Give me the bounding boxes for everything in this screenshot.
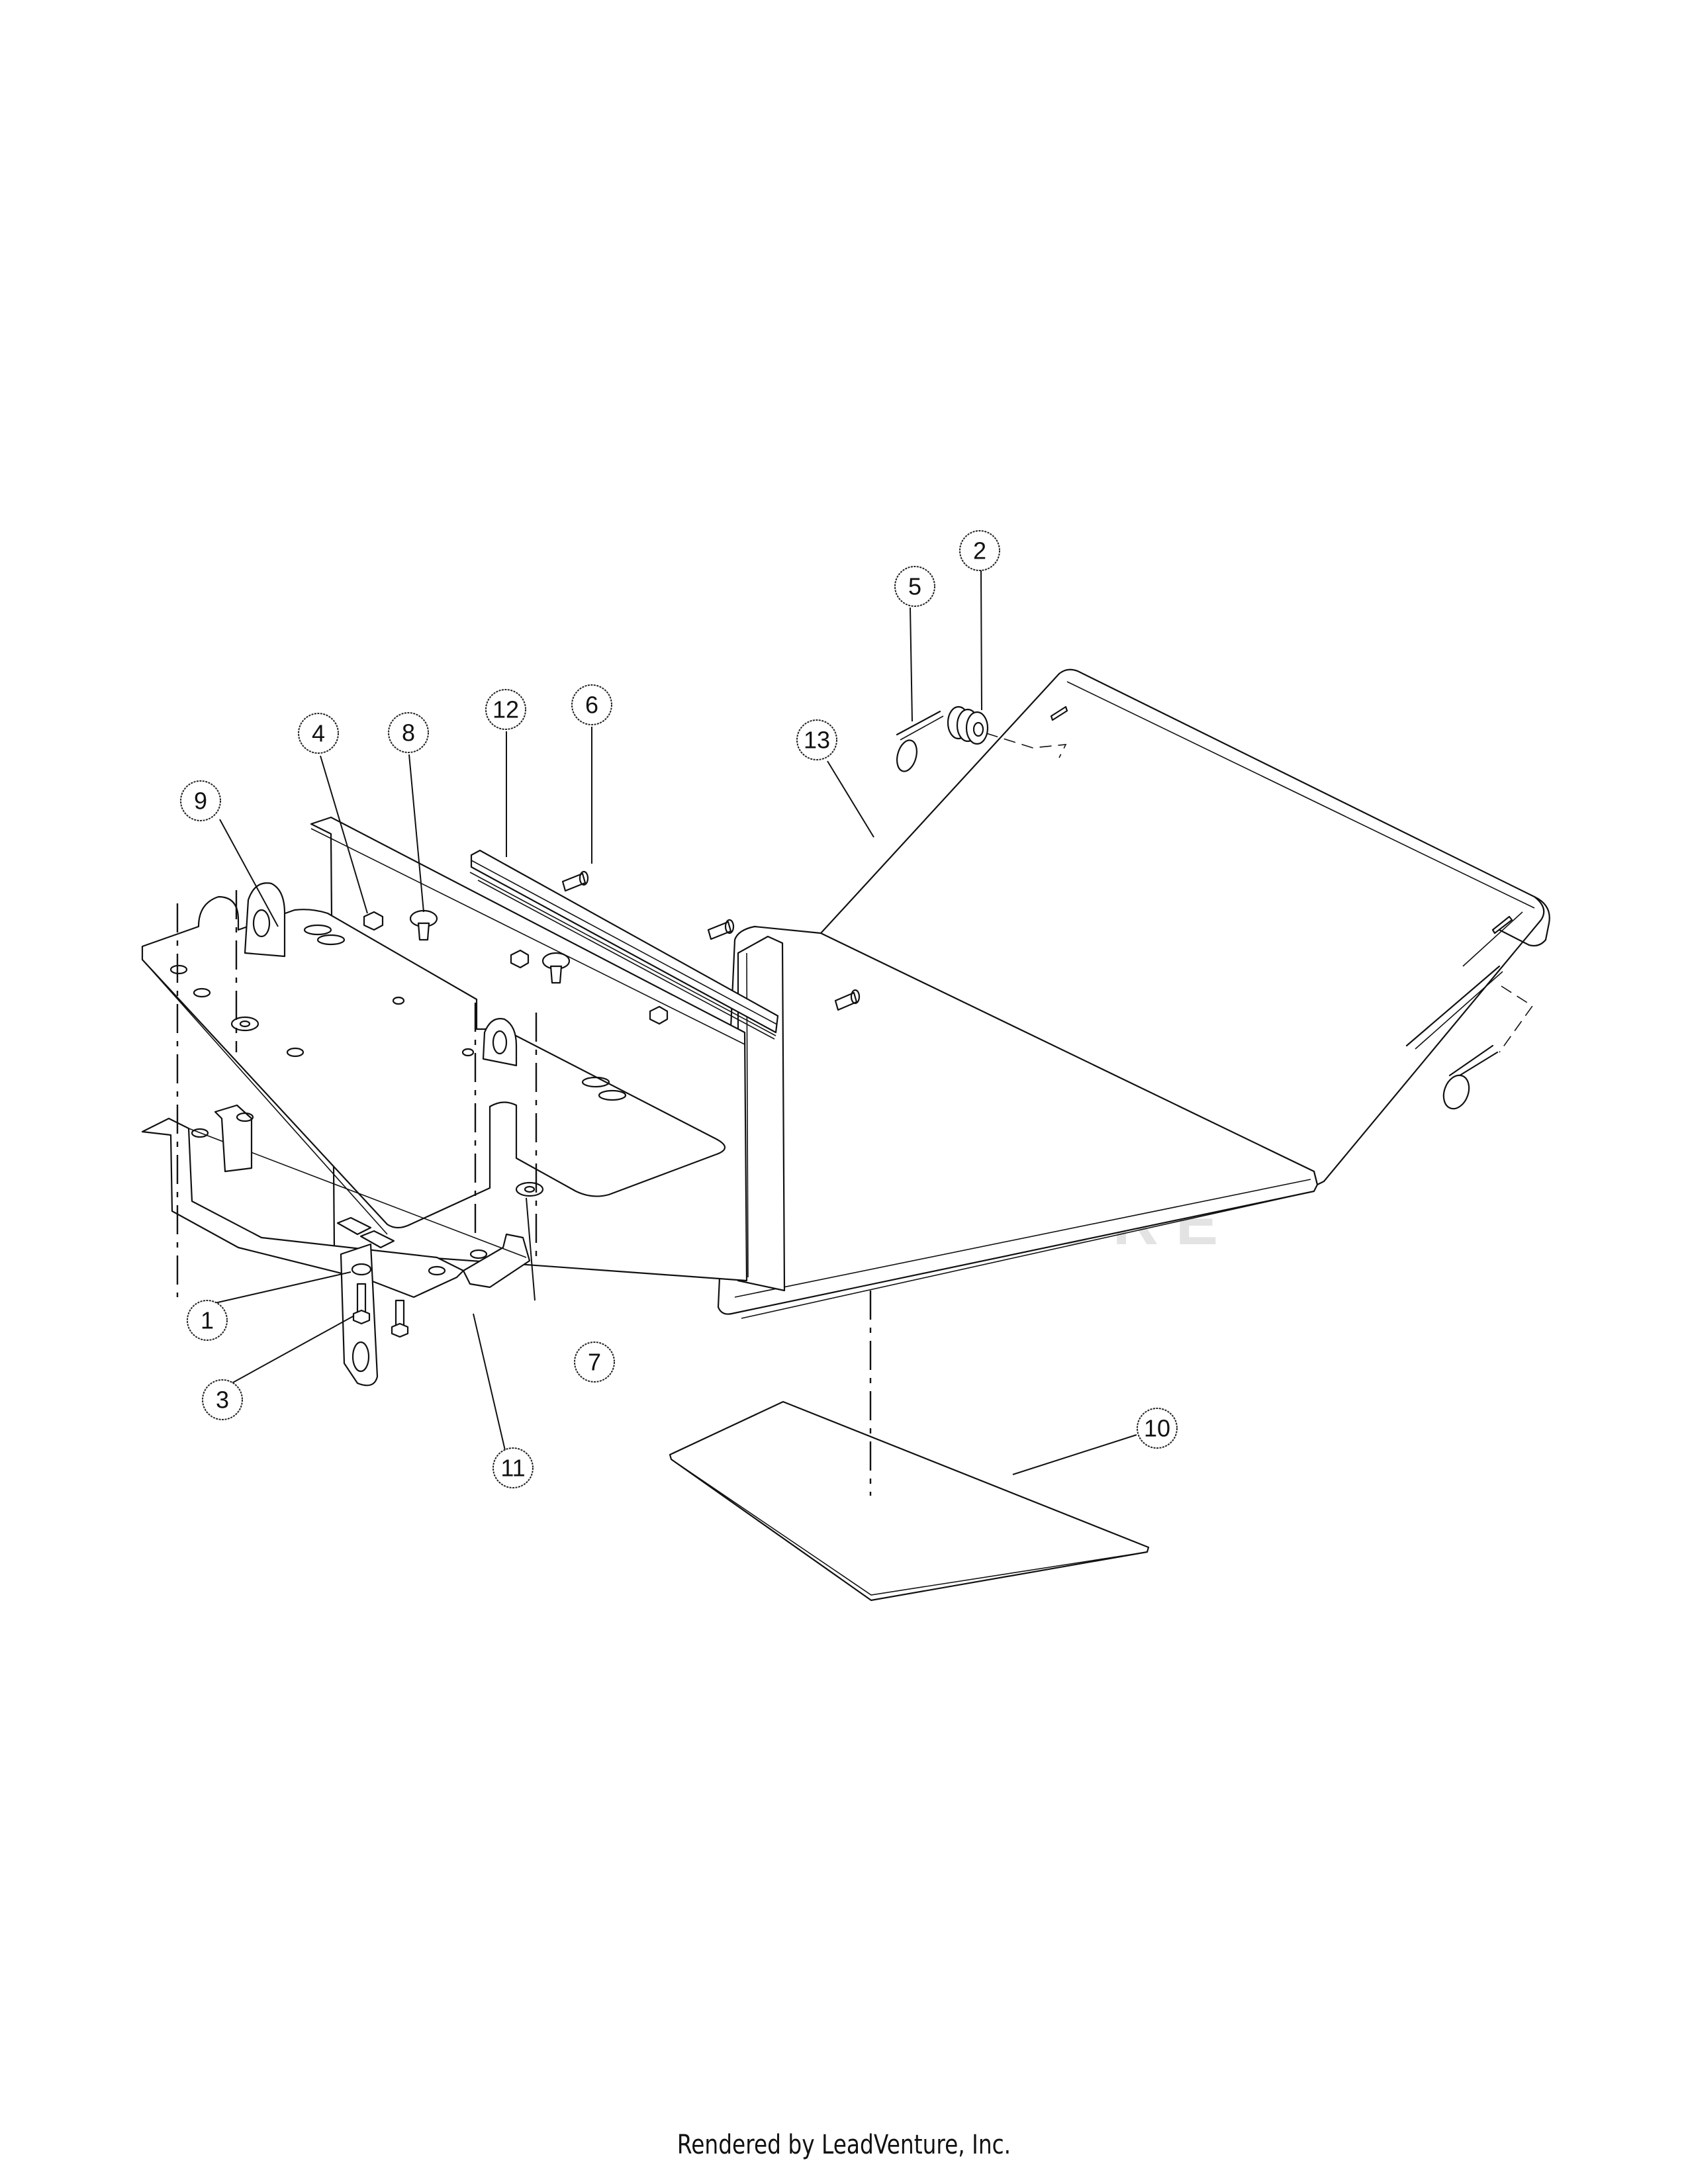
callout-2[interactable]: 2 <box>959 530 1000 571</box>
part-10-pad[interactable] <box>669 1400 1150 1602</box>
callout-1[interactable]: 1 <box>187 1300 228 1341</box>
part-5-hairpin-clip[interactable] <box>894 710 944 774</box>
part-13-deflector-shield[interactable] <box>717 668 1550 1319</box>
part-4-nut[interactable] <box>363 911 669 1025</box>
callout-11[interactable]: 11 <box>492 1447 534 1488</box>
svg-text:9: 9 <box>194 788 207 815</box>
part-12-trim-strip[interactable] <box>469 849 779 1040</box>
callout-4[interactable]: 4 <box>298 713 339 754</box>
leader-lines <box>211 570 1137 1475</box>
callout-8[interactable]: 8 <box>388 712 429 753</box>
svg-text:11: 11 <box>500 1455 525 1482</box>
part-6-pin[interactable] <box>561 870 861 1011</box>
callout-9[interactable]: 9 <box>180 780 221 821</box>
hairpin-clip-right[interactable] <box>1405 965 1534 1113</box>
svg-text:3: 3 <box>216 1387 229 1414</box>
svg-text:1: 1 <box>201 1307 214 1334</box>
callout-13[interactable]: 13 <box>796 719 837 760</box>
svg-text:4: 4 <box>312 720 325 747</box>
part-3-bolt[interactable] <box>352 1283 409 1338</box>
callout-7[interactable]: 7 <box>574 1342 615 1383</box>
svg-text:5: 5 <box>908 573 921 600</box>
svg-text:10: 10 <box>1144 1415 1170 1442</box>
part-8-bolt[interactable] <box>409 909 571 984</box>
svg-text:2: 2 <box>973 537 986 565</box>
svg-text:12: 12 <box>492 696 519 723</box>
assembly-lines <box>176 890 872 1496</box>
part-2-grommet[interactable] <box>947 705 1067 758</box>
callout-6[interactable]: 6 <box>571 684 612 725</box>
part-1-washer[interactable] <box>351 1263 372 1276</box>
svg-text:13: 13 <box>804 727 830 754</box>
svg-text:6: 6 <box>585 692 598 719</box>
svg-text:7: 7 <box>588 1349 601 1376</box>
part-11-lower-channel[interactable] <box>141 1104 531 1387</box>
svg-text:8: 8 <box>402 719 415 747</box>
callout-10[interactable]: 10 <box>1137 1408 1178 1449</box>
callout-5[interactable]: 5 <box>894 566 935 607</box>
callout-12[interactable]: 12 <box>485 689 526 730</box>
footer-credit: Rendered by LeadVenture, Inc. <box>677 2130 1011 2160</box>
callout-3[interactable]: 3 <box>202 1379 243 1420</box>
